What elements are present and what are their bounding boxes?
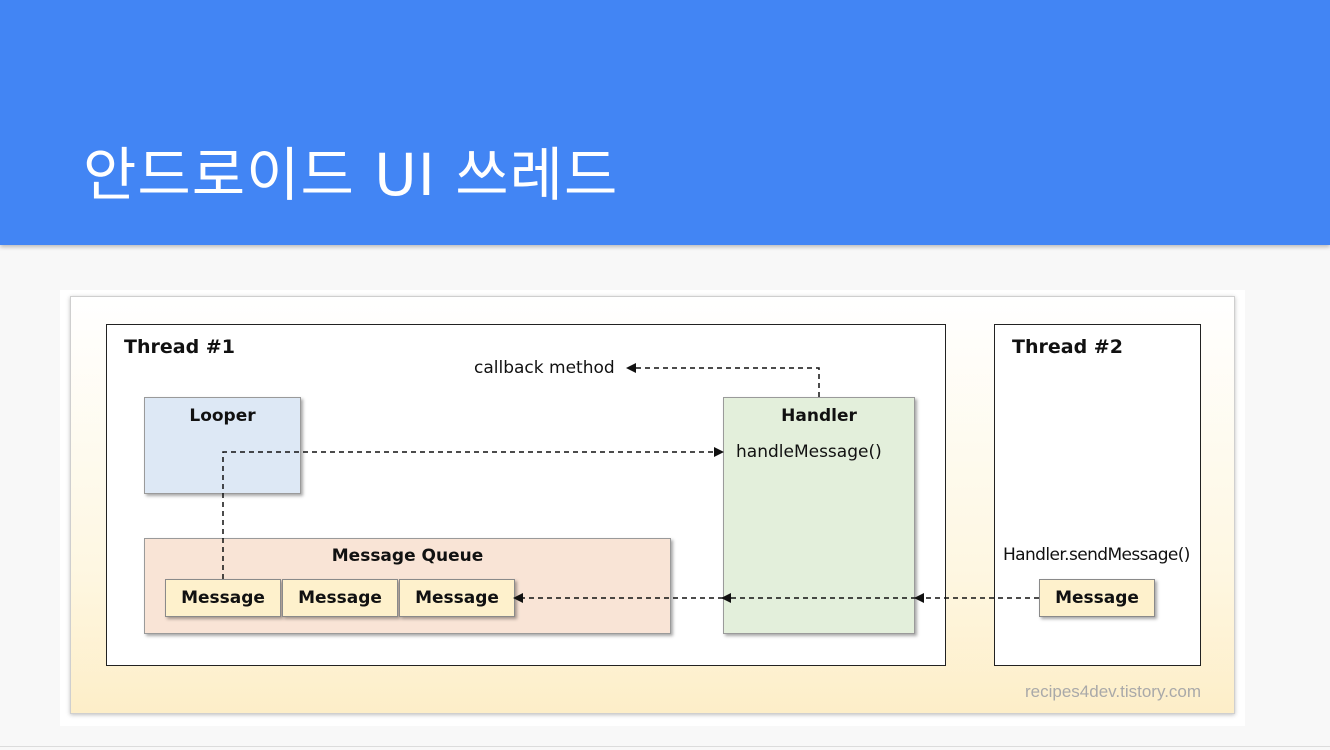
callback-method-label: callback method	[474, 358, 615, 378]
looper-title: Looper	[189, 406, 256, 426]
queue-message-2: Message	[282, 579, 398, 617]
thread-1-label: Thread #1	[124, 336, 235, 358]
footer-line	[0, 746, 1330, 747]
thread-2-label: Thread #2	[1012, 336, 1123, 358]
thread-2-message: Message	[1039, 579, 1155, 617]
watermark: recipes4dev.tistory.com	[1025, 682, 1202, 701]
send-message-label: Handler.sendMessage()	[1003, 545, 1190, 565]
queue-message-3: Message	[399, 579, 515, 617]
slide-title: 안드로이드 UI 쓰레드	[83, 141, 619, 209]
queue-message-1: Message	[165, 579, 281, 617]
looper-box: Looper	[144, 397, 301, 494]
slide-header: 안드로이드 UI 쓰레드	[0, 0, 1330, 245]
handle-message-label: handleMessage()	[736, 442, 882, 462]
message-queue-title: Message Queue	[331, 546, 484, 566]
handler-title: Handler	[781, 406, 857, 426]
handler-box: Handler	[723, 397, 915, 634]
